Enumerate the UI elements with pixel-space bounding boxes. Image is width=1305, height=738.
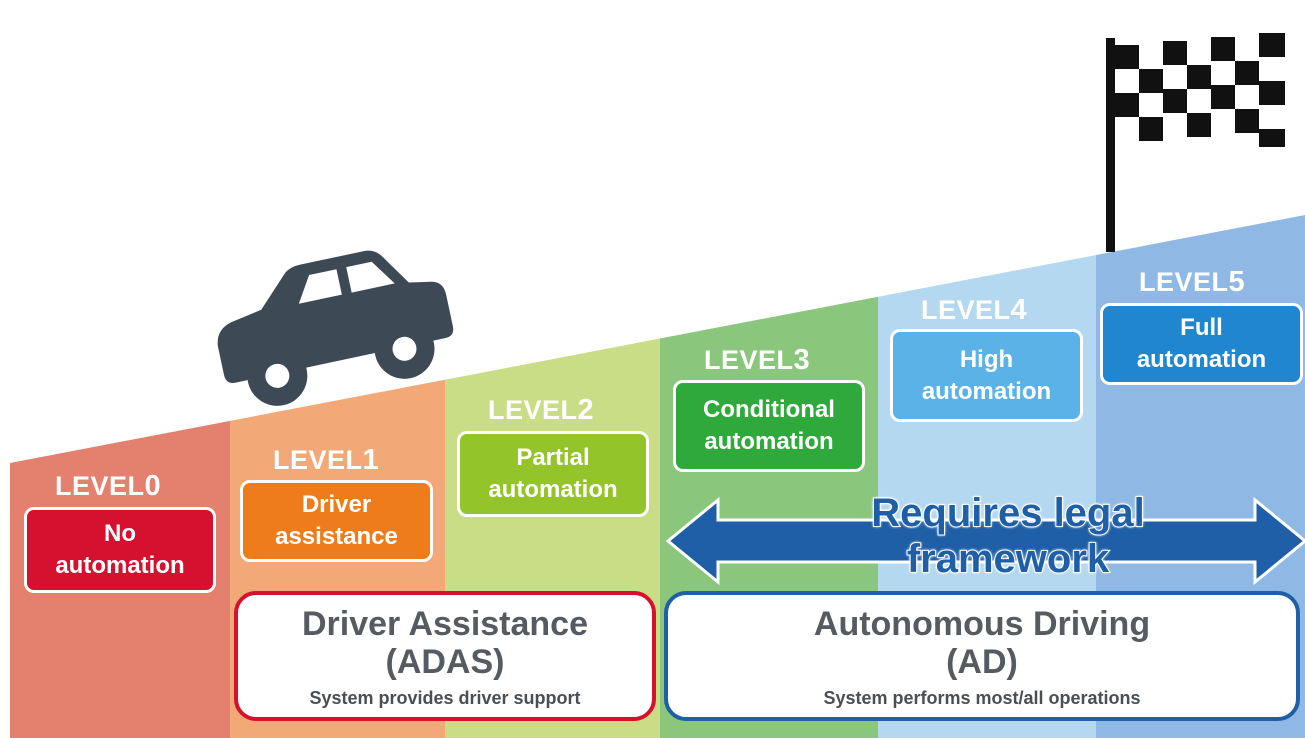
level-0-label: LEVEL0 [55,470,162,502]
legal-framework-arrow [665,496,1305,586]
level-2-label: LEVEL2 [488,394,595,426]
band-level-0 [10,215,230,738]
ad-title-line-2: (AD) [946,643,1018,681]
adas-title-line-1: Driver Assistance [301,605,588,643]
ad-group-box: Autonomous Driving (AD) System performs … [664,591,1300,721]
level-0-box-line-1: No [104,520,136,547]
level-1-box-line-1: Driver [301,491,372,518]
level-4-box: High automation [890,329,1083,422]
level-5-box-line-1: Full [1180,314,1223,341]
level-3-box-line-2: automation [704,428,834,455]
legal-line-2: framework [906,536,1110,582]
level-0-box-line-2: automation [55,552,185,579]
legal-framework-label: Requires legal framework [808,490,1208,582]
level-4-box-line-2: automation [921,377,1052,405]
level-3-box: Conditional automation [673,380,865,472]
level-2-box-line-2: automation [488,476,618,503]
level-4-box-line-1: High [959,345,1014,373]
level-3-label: LEVEL3 [704,344,811,376]
legal-line-1: Requires legal [870,490,1145,536]
level-2-box: Partial automation [457,431,649,517]
level-4-label: LEVEL4 [921,294,1028,326]
level-5-label: LEVEL5 [1139,266,1246,298]
ad-subtitle: System performs most/all operations [823,688,1141,708]
level-5-box: Full automation [1100,303,1303,385]
level-1-box-line-2: assistance [275,523,398,550]
level-5-box-line-2: automation [1136,346,1267,373]
level-3-box-line-1: Conditional [703,396,835,423]
adas-subtitle: System provides driver support [309,688,581,708]
adas-group-box: Driver Assistance (ADAS) System provides… [234,591,656,721]
ad-title-line-1: Autonomous Driving [813,605,1151,643]
level-1-label: LEVEL1 [273,444,380,476]
level-1-box: Driver assistance [240,480,433,562]
adas-title-line-2: (ADAS) [385,643,505,681]
level-2-box-line-1: Partial [516,444,590,471]
checkered-flag-icon [1106,33,1285,252]
level-0-box: No automation [24,507,216,593]
car-icon [217,250,454,406]
